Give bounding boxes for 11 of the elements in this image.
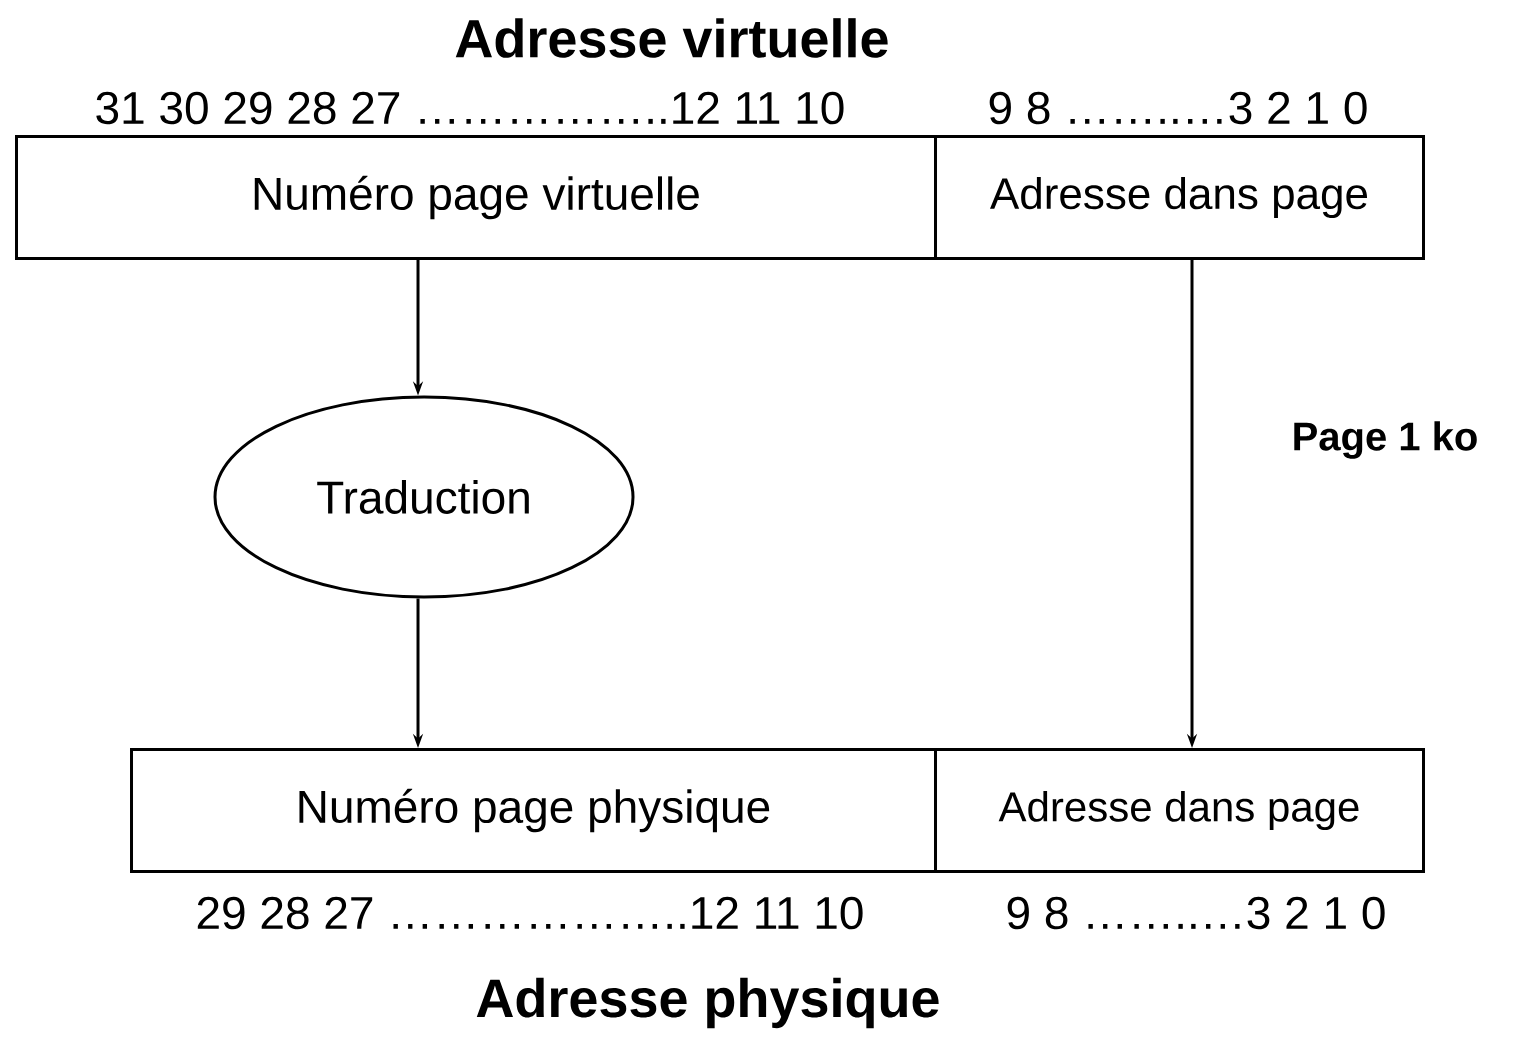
bit-numbers: 9 8 ……..…3 2 1 0 [989,91,1367,125]
field-box: Adresse dans page [934,135,1425,260]
note: Page 1 ko [1294,421,1477,459]
bit-numbers: 9 8 ……..…3 2 1 0 [1007,896,1385,930]
field-box: Adresse dans page [934,748,1425,873]
field-box: Numéro page physique [130,748,937,873]
caption: Adresse physique [476,977,939,1029]
bit-numbers: 31 30 29 28 27 ……………..12 11 10 [96,91,844,125]
title: Adresse virtuelle [455,18,888,58]
field-box: Numéro page virtuelle [15,135,937,260]
bit-numbers: 29 28 27 ………………..12 11 10 [197,896,863,930]
